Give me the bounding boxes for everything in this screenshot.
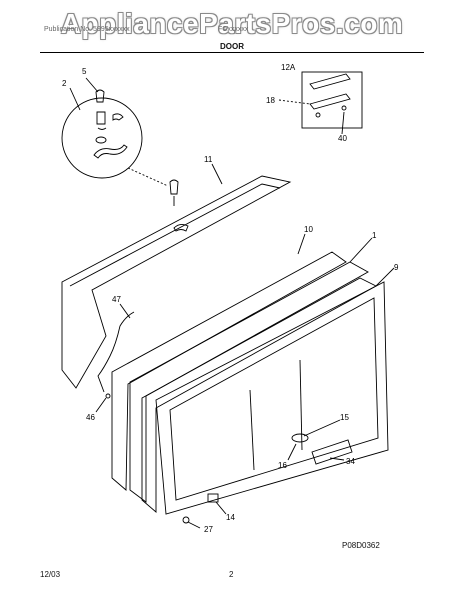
hinge-plate	[93, 144, 128, 159]
footer-page-number: 2	[229, 570, 234, 579]
callout-9: 9	[394, 263, 399, 272]
leader-15	[303, 419, 341, 437]
callout-34: 34	[346, 457, 355, 466]
inset-strip-bottom	[309, 93, 351, 110]
callout-10: 10	[304, 225, 313, 234]
leader-46	[95, 397, 107, 413]
lock-bracket	[207, 493, 219, 503]
inner-liner-edge	[69, 183, 281, 287]
liner-bracket	[173, 223, 189, 232]
door-handle	[311, 439, 353, 465]
hinge-spring	[97, 127, 107, 130]
leader-10	[297, 233, 306, 255]
watermark: AppliancePartsPros.com	[60, 8, 404, 39]
inset-screw-2	[341, 105, 347, 111]
callout-46: 46	[86, 413, 95, 422]
callout-11: 11	[204, 155, 213, 164]
leader-34	[329, 457, 345, 461]
hinge-washer	[95, 136, 107, 144]
door-frame	[155, 281, 389, 515]
heater-wire	[97, 311, 135, 393]
frame-divider-1	[249, 389, 255, 471]
leader-27	[187, 521, 201, 529]
latch-part	[291, 433, 309, 443]
callout-27: 27	[204, 525, 213, 534]
diagram-reference: P08D0362	[342, 541, 380, 550]
leader-40	[341, 111, 345, 135]
publication-number: Publication No. 5995xxxxxx	[44, 26, 130, 33]
door-panel-back	[111, 251, 347, 491]
model-number: FCxxxxxx	[218, 26, 249, 33]
door-gasket	[141, 277, 377, 513]
hinge-part	[169, 179, 179, 195]
leader-5	[85, 77, 99, 93]
callout-2: 2	[62, 79, 67, 88]
callout-47: 47	[112, 295, 121, 304]
callout-40: 40	[338, 134, 347, 143]
leader-2	[69, 87, 81, 111]
detail-leader	[127, 167, 169, 187]
callout-5: 5	[82, 67, 87, 76]
door-frame-inner	[169, 297, 379, 501]
callout-1: 1	[372, 231, 377, 240]
callout-16: 16	[278, 461, 287, 470]
hinge-clip	[112, 113, 124, 121]
header-rule	[40, 52, 424, 53]
leader-14	[215, 501, 227, 515]
hinge-pin	[96, 111, 106, 125]
hinge-detail-circle	[61, 97, 143, 179]
leader-11	[211, 163, 223, 185]
leader-16	[287, 443, 297, 461]
footer-date: 12/03	[40, 570, 61, 579]
inset-strip-top	[309, 73, 351, 90]
hinge-cap	[95, 89, 105, 103]
frame-divider-2	[299, 359, 303, 451]
callout-14: 14	[226, 513, 235, 522]
leader-1	[349, 237, 373, 263]
leader-47	[119, 303, 131, 319]
callout-18: 18	[266, 96, 275, 105]
leader-9	[375, 267, 395, 287]
section-title: DOOR	[220, 42, 244, 51]
inner-liner-panel	[61, 175, 292, 389]
inset-box	[301, 71, 363, 129]
inset-screw	[315, 112, 321, 118]
screw-part	[182, 516, 190, 524]
leader-18	[278, 99, 311, 105]
callout-12a: 12A	[281, 63, 296, 72]
callout-15: 15	[340, 413, 349, 422]
wire-clip	[105, 393, 111, 399]
